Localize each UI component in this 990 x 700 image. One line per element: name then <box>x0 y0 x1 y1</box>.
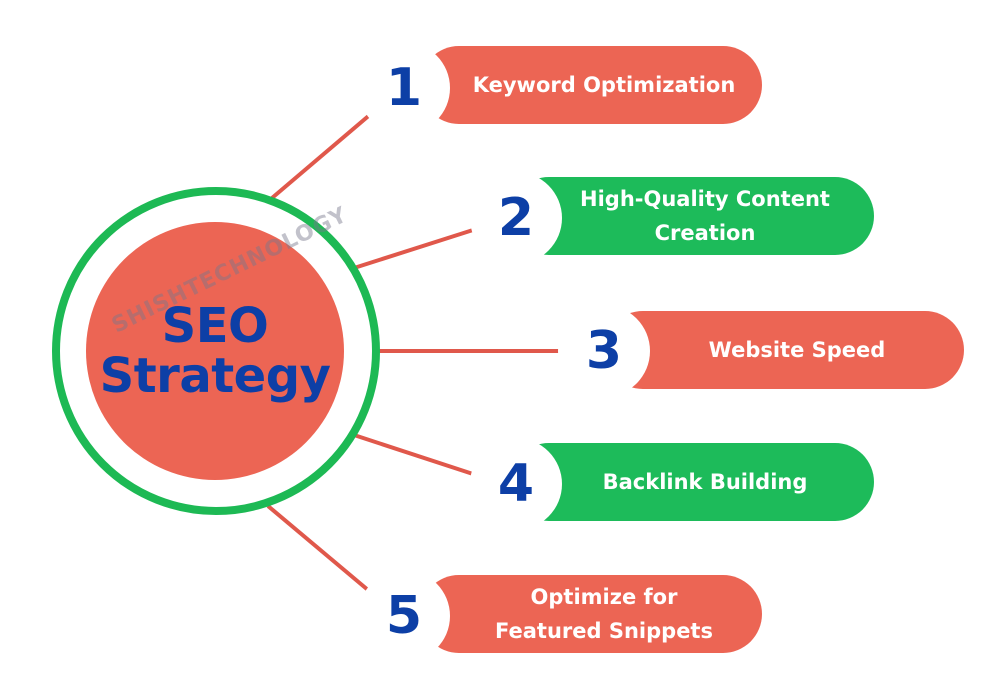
connector-5 <box>266 504 370 592</box>
connector-4 <box>353 433 474 476</box>
item-1-pill: Keyword Optimization <box>420 46 762 124</box>
item-2-label-line2: Creation <box>654 221 756 245</box>
item-1-label: Keyword Optimization <box>472 73 736 97</box>
item-4-pill: Backlink Building <box>510 443 874 521</box>
item-5-pill: Optimize for Featured Snippets <box>420 575 762 653</box>
item-2-pill: High-Quality Content Creation <box>510 177 874 255</box>
hub-title: SEO Strategy <box>100 301 331 401</box>
item-2-label-line1: High-Quality Content <box>580 187 830 211</box>
connector-2 <box>353 228 474 270</box>
item-4-label: Backlink Building <box>602 470 808 494</box>
item-3-label: Website Speed <box>708 338 886 362</box>
item-5-number: 5 <box>358 570 450 662</box>
connector-1 <box>270 111 374 200</box>
hub-circle: SEO Strategy <box>86 222 344 480</box>
item-1-number: 1 <box>358 42 450 134</box>
item-5-label-line1: Optimize for <box>530 585 678 609</box>
item-3-pill: Website Speed <box>604 311 964 389</box>
item-3-number: 3 <box>558 305 650 397</box>
item-2-number: 2 <box>470 172 562 264</box>
hub-title-line1: SEO <box>161 298 269 354</box>
item-4-number: 4 <box>470 438 562 530</box>
hub-title-line2: Strategy <box>99 348 331 404</box>
item-5-label-line2: Featured Snippets <box>495 619 713 643</box>
